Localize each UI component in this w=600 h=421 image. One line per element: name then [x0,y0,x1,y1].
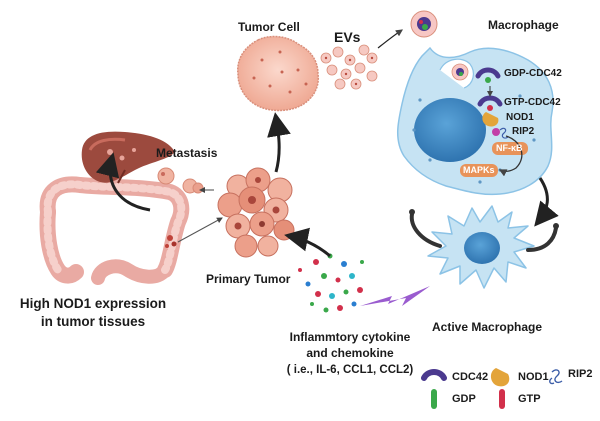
rip2-label: RIP2 [512,126,535,137]
legend-nod1-label: NOD1 [518,371,549,383]
cytokine-to-tumor-arrow [284,227,331,258]
mapks-label: MAPKs [463,165,495,175]
evs-label: EVs [334,29,361,45]
tumor-to-tumor-cell-arrow [267,112,291,173]
colon-to-tumor-arrow [177,217,223,243]
cytokine-line1: Inflammtory cytokine [289,330,411,344]
high-nod1-line2: in tumor tissues [40,314,146,329]
cdc42-icon [421,369,447,381]
cytokine-line2: and chemokine [306,346,394,360]
signaling-molecules [460,67,528,177]
legend-gtp-label: GTP [518,393,541,405]
legend-cdc42-label: CDC42 [452,371,489,383]
legend-gdp-label: GDP [452,393,476,405]
active-macrophage-label: Active Macrophage [432,320,543,334]
rip2-icon [549,369,563,385]
active-macrophage-illustration [409,205,559,289]
nfkb-label: NF-κB [496,143,523,153]
nod1-icon [490,368,510,387]
macrophage-label: Macrophage [488,18,559,32]
tumor-cell-illustration [237,35,320,112]
metastasis-label: Metastasis [156,146,218,160]
cytokine-cloud [298,253,364,313]
cytokine-line3: ( i.e., IL-6, CCL1, CCL2) [286,364,414,376]
primary-tumor-label: Primary Tumor [206,272,291,286]
nod1-label: NOD1 [506,112,534,123]
primary-tumor-illustration [217,167,295,258]
colon-illustration [39,176,190,285]
metastasis-cells [157,167,204,194]
gdp-cdc42-label: GDP-CDC42 [504,68,562,79]
macrophage-activation-arrow [534,177,559,227]
high-nod1-line1: High NOD1 expression [19,296,167,311]
ev-cargo [410,10,438,38]
evs-arrow [377,29,403,49]
extracellular-vesicles [320,44,378,90]
legend-icons [421,368,563,409]
lightning-bolt [360,286,430,306]
colon-to-liver-arrow [95,152,151,212]
macrophage-illustration [397,46,554,196]
tumor-cell-label: Tumor Cell [238,20,300,34]
legend-rip2-label: RIP2 [568,368,593,380]
gtp-cdc42-label: GTP-CDC42 [504,97,561,108]
